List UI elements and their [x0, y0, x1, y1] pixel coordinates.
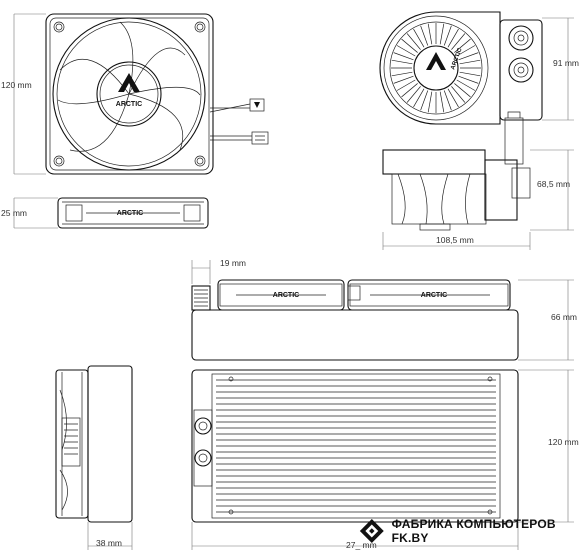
dim-pump-width-label: 108,5 mm	[436, 235, 474, 245]
pump-rib	[439, 91, 445, 113]
dim-tube-offset-label: 19 mm	[220, 258, 246, 268]
fan-side-brand: ARCTIC	[117, 210, 143, 217]
pump-rib	[406, 86, 421, 103]
dim-radiator-height-label: 120 mm	[548, 437, 579, 447]
dim-fan-thickness-label: 25 mm	[1, 208, 27, 218]
pump-rib	[456, 79, 476, 91]
pump-top-view: ARCTIC	[379, 11, 543, 125]
dim-tube-offset: 19 mm	[191, 258, 246, 284]
fan-side-view: ARCTIC	[57, 197, 209, 229]
pump-rib	[443, 90, 452, 111]
pump-rib	[401, 83, 418, 98]
watermark-text: ФАБРИКА КОМПЬЮТЕРОВ FK.BY	[391, 517, 556, 545]
dim-pump-width: 108,5 mm	[382, 232, 531, 250]
dim-radiator-thickness-label: 38 mm	[96, 538, 122, 548]
pump-rib	[458, 52, 479, 61]
fan-front-brand: ARCTIC	[116, 101, 142, 108]
dim-pump-top-label: 91 mm	[553, 58, 579, 68]
dim-fan-height: 120 mm	[1, 13, 46, 175]
pump-rib	[396, 45, 416, 57]
pump-rib	[459, 71, 481, 77]
pump-rib	[391, 71, 413, 77]
watermark-logo-icon	[359, 519, 384, 543]
pump-rib	[401, 38, 418, 53]
pump-rib	[391, 59, 413, 65]
pump-rib	[439, 23, 445, 45]
pump-rib	[454, 38, 471, 53]
pump-rib	[413, 28, 425, 48]
radiator-fan-left-brand: ARCTIC	[273, 292, 299, 299]
pump-side-view	[382, 111, 531, 231]
pump-rib	[406, 33, 421, 50]
dim-fan-thickness: 25 mm	[1, 197, 58, 229]
pump-rib	[456, 45, 476, 57]
dim-radiator-assembly-label: 66 mm	[551, 312, 577, 322]
pump-rib	[447, 88, 459, 108]
radiator-fan-right-brand: ARCTIC	[421, 292, 447, 299]
pump-rib	[443, 25, 452, 46]
radiator-end-view	[55, 365, 133, 523]
dim-radiator-length: 27_ mm	[191, 522, 519, 550]
fan-front-view: ARCTIC	[45, 13, 269, 175]
pump-rib	[451, 86, 466, 103]
dim-fan-height-label: 120 mm	[1, 80, 32, 90]
dim-pump-top: 91 mm	[542, 17, 579, 121]
pump-rib	[427, 23, 433, 45]
pump-rib	[451, 33, 466, 50]
pump-rib	[420, 90, 429, 111]
pump-rib	[393, 52, 414, 61]
dim-radiator-assembly-height: 66 mm	[518, 279, 577, 361]
pump-rib	[413, 88, 425, 108]
watermark: ФАБРИКА КОМПЬЮТЕРОВ FK.BY	[358, 514, 580, 548]
dim-radiator-thickness: 38 mm	[87, 522, 133, 550]
radiator-top-view: ARCTIC ARCTIC	[191, 279, 519, 361]
dim-pump-side-label: 68,5 mm	[537, 179, 570, 189]
pump-rib	[458, 75, 479, 84]
pump-rib	[420, 25, 429, 46]
dim-radiator-height: 120 mm	[518, 369, 579, 523]
pump-rib	[459, 59, 481, 65]
radiator-front-view	[191, 369, 519, 523]
pump-rib	[393, 75, 414, 84]
pump-rib	[396, 79, 416, 91]
pump-rib	[427, 91, 433, 113]
pump-rib	[454, 83, 471, 98]
dim-radiator-length-label: 27_ mm	[346, 540, 377, 550]
pump-rib	[447, 28, 459, 48]
dim-pump-side: 68,5 mm	[530, 149, 574, 231]
